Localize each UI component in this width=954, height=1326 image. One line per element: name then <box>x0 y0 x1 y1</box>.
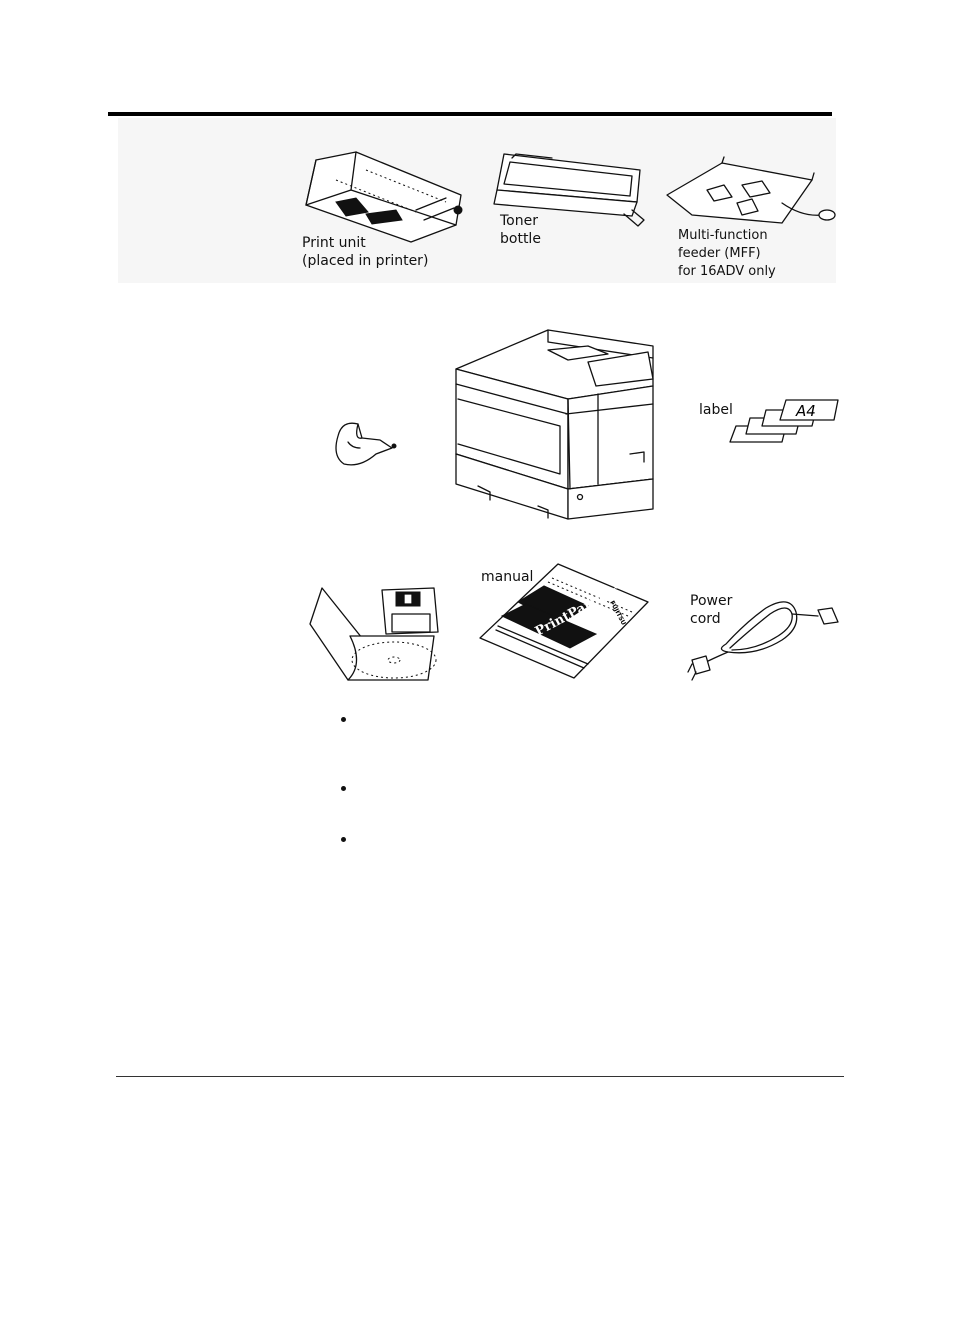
paper-size-label-illustration: A4 <box>729 399 839 443</box>
part-illustration <box>335 422 397 466</box>
toner-bottle-caption: Toner bottle <box>500 213 541 247</box>
bullet-2 <box>341 786 346 791</box>
header-rule <box>108 112 832 116</box>
power-cord-illustration <box>687 601 839 681</box>
toner-bottle-illustration <box>493 153 645 227</box>
printer-illustration <box>455 329 654 520</box>
manual-caption: manual <box>481 569 534 585</box>
mff-illustration <box>666 156 836 224</box>
paper-size-label-caption: label <box>699 402 733 418</box>
print-unit-illustration <box>305 151 463 243</box>
a4-tag-text: A4 <box>795 402 816 420</box>
manual-illustration: PrintPartner FUJITSU <box>479 563 649 679</box>
bullet-1 <box>341 717 346 722</box>
cd-floppy-illustration <box>309 587 439 681</box>
footer-rule <box>116 1076 844 1077</box>
bullet-3 <box>341 837 346 842</box>
mff-caption: Multi-function feeder (MFF) for 16ADV on… <box>678 228 776 279</box>
print-unit-caption: Print unit (placed in printer) <box>302 235 429 269</box>
power-cord-caption: Power cord <box>690 593 733 627</box>
